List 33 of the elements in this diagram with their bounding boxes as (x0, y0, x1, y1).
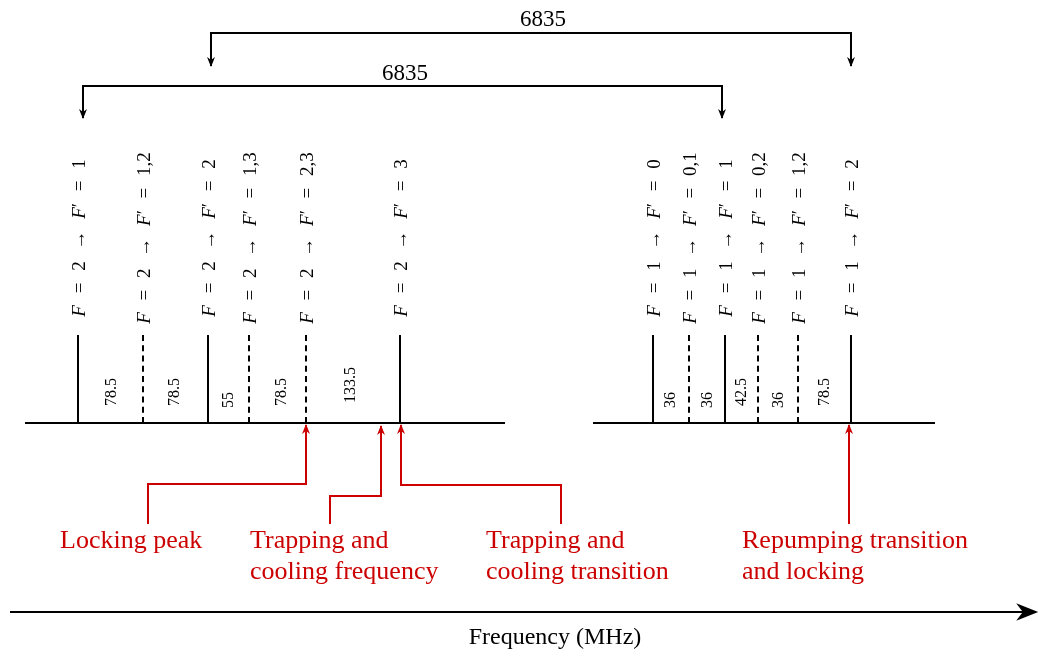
spacing-value: 42.5 (733, 378, 749, 406)
transition-label: F = 1 → F′ = 0,1 (679, 152, 699, 324)
leader-line (147, 424, 310, 525)
spacing-value: 78.5 (166, 378, 182, 406)
transition-label: F = 1 → F′ = 1 (715, 159, 735, 317)
callout-text: Trapping and cooling transition (486, 524, 670, 586)
spacing-value: 78.5 (273, 378, 289, 406)
transition-label: F = 1 → F′ = 0 (643, 159, 663, 317)
spacing-value: 36 (699, 392, 715, 408)
transition-label: F = 1 → F′ = 2 (841, 159, 861, 317)
spacing-value: 78.5 (816, 378, 832, 406)
transition-label: F = 2 → F′ = 1,3 (239, 152, 259, 324)
transition-label: F = 1 → F′ = 1,2 (788, 152, 808, 324)
spacing-value: 133.5 (342, 367, 358, 403)
axis-title: Frequency (MHz) (468, 624, 642, 648)
transition-label: F = 2 → F′ = 2 (198, 159, 218, 317)
transition-label: F = 2 → F′ = 3 (390, 159, 410, 317)
leader-line (329, 425, 385, 525)
transition-label: F = 2 → F′ = 2,3 (296, 152, 316, 324)
dimension-value: 6835 (382, 60, 428, 84)
leader-line (397, 424, 562, 525)
spacing-value: 36 (662, 392, 678, 408)
transition-label: F = 1 → F′ = 0,2 (748, 152, 768, 324)
callout-text: Trapping and cooling frequency (250, 524, 440, 586)
callout-text: Repumping transition and locking (742, 524, 970, 586)
transition-label: F = 2 → F′ = 1 (68, 159, 88, 317)
transition-label: F = 2 → F′ = 1,2 (133, 152, 153, 324)
dimension-value: 6835 (520, 6, 566, 30)
spacing-value: 36 (770, 392, 786, 408)
leader-line (845, 424, 853, 525)
spacing-value: 55 (220, 392, 236, 408)
baseline (25, 422, 505, 424)
spacing-value: 78.5 (103, 378, 119, 406)
